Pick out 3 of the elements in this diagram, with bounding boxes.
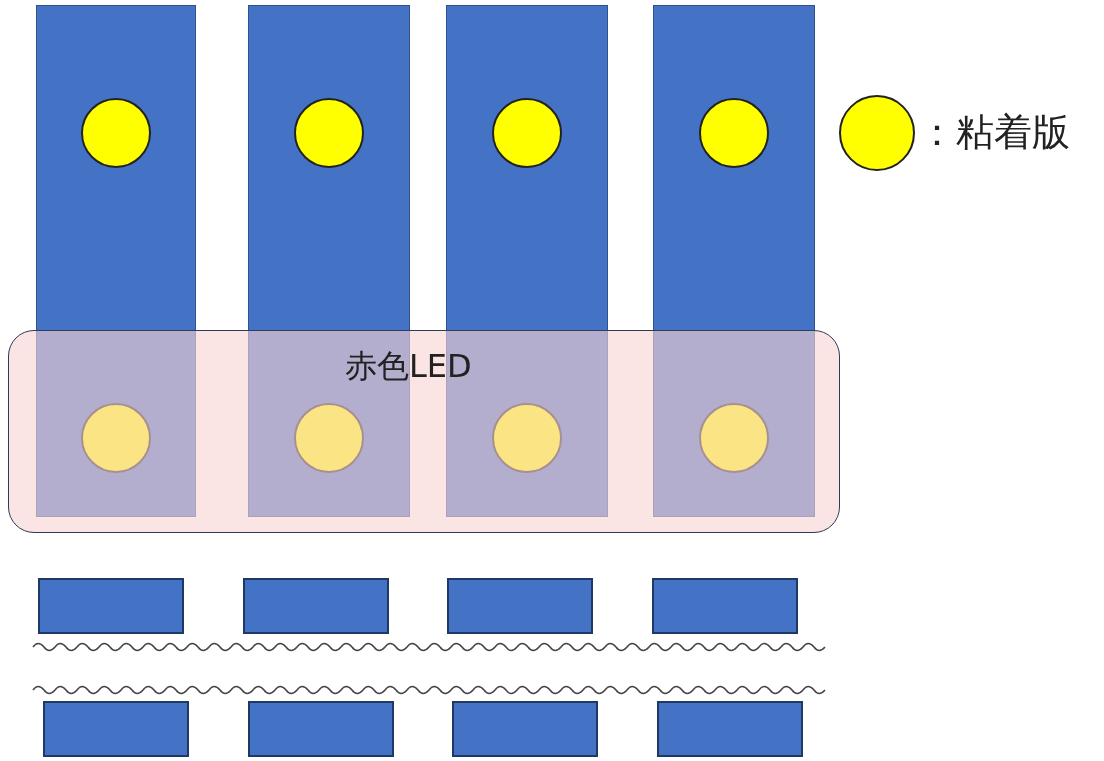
led-band xyxy=(8,330,840,533)
legend-label: ：粘着版 xyxy=(918,109,1070,156)
band-label: 赤色LED xyxy=(345,346,472,387)
